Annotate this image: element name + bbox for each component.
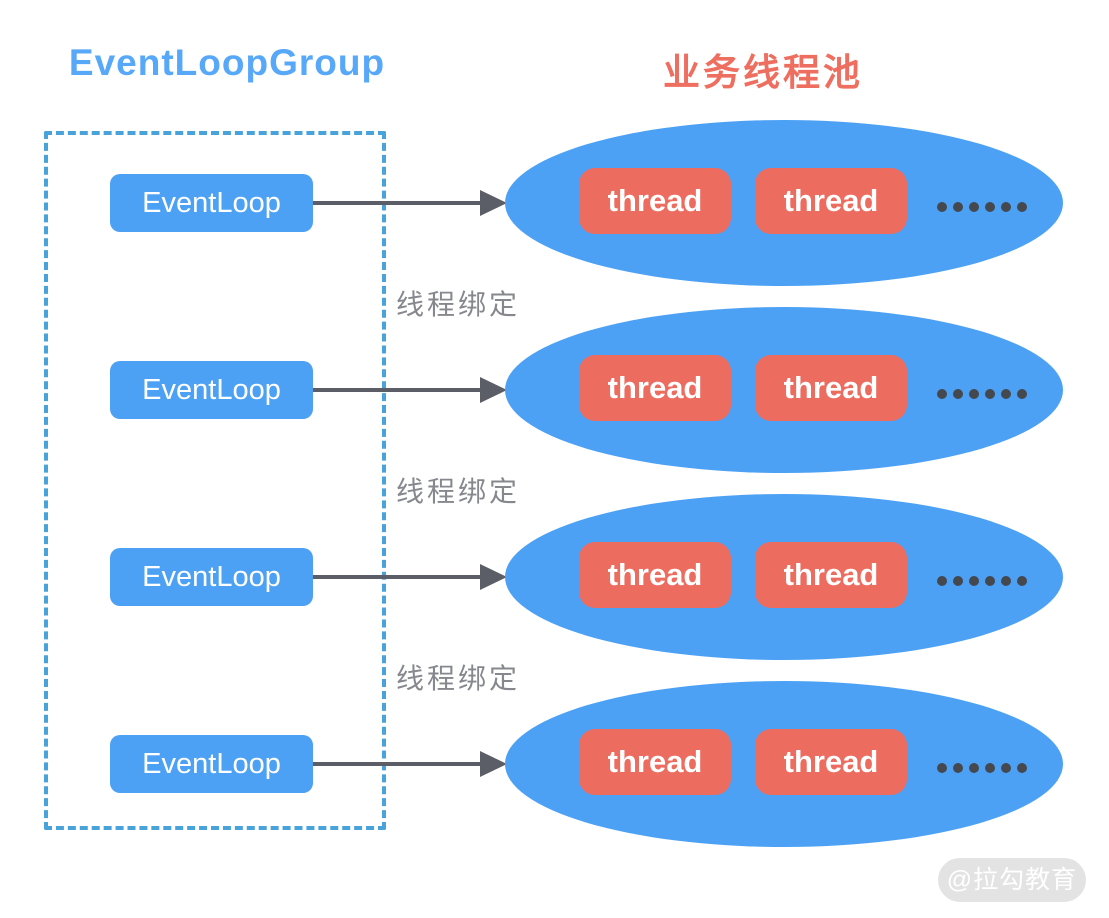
arrow-head-icon	[480, 190, 507, 216]
thread-pool-ellipse: thread thread	[505, 494, 1063, 660]
thread-binding-label: 线程绑定	[396, 663, 521, 694]
arrow-head-icon	[480, 564, 507, 590]
watermark-badge: @拉勾教育	[938, 858, 1086, 902]
arrow-head-icon	[480, 377, 507, 403]
ellipsis-dots-icon	[937, 576, 1027, 586]
eventloop-node: EventLoop	[110, 361, 313, 419]
thread-node: thread	[579, 355, 731, 421]
arrow-shaft	[313, 388, 483, 392]
thread-binding-label: 线程绑定	[396, 289, 521, 320]
thread-pool-ellipse: thread thread	[505, 120, 1063, 286]
eventloopgroup-title: EventLoopGroup	[68, 42, 386, 83]
eventloop-node: EventLoop	[110, 548, 313, 606]
eventloopgroup-dashed-box	[44, 131, 386, 830]
binding-arrow	[313, 564, 507, 590]
thread-node: thread	[579, 542, 731, 608]
binding-arrow	[313, 377, 507, 403]
arrow-shaft	[313, 762, 483, 766]
thread-pool-ellipse: thread thread	[505, 307, 1063, 473]
thread-node: thread	[579, 729, 731, 795]
thread-node: thread	[755, 542, 907, 608]
binding-arrow	[313, 751, 507, 777]
thread-node: thread	[755, 729, 907, 795]
thread-binding-label: 线程绑定	[396, 476, 521, 507]
ellipsis-dots-icon	[937, 389, 1027, 399]
business-thread-pool-title: 业务线程池	[663, 52, 863, 93]
arrow-head-icon	[480, 751, 507, 777]
binding-arrow	[313, 190, 507, 216]
arrow-shaft	[313, 201, 483, 205]
ellipsis-dots-icon	[937, 202, 1027, 212]
thread-node: thread	[755, 168, 907, 234]
eventloop-node: EventLoop	[110, 735, 313, 793]
arrow-shaft	[313, 575, 483, 579]
eventloop-node: EventLoop	[110, 174, 313, 232]
ellipsis-dots-icon	[937, 763, 1027, 773]
thread-node: thread	[755, 355, 907, 421]
thread-node: thread	[579, 168, 731, 234]
thread-pool-ellipse: thread thread	[505, 681, 1063, 847]
